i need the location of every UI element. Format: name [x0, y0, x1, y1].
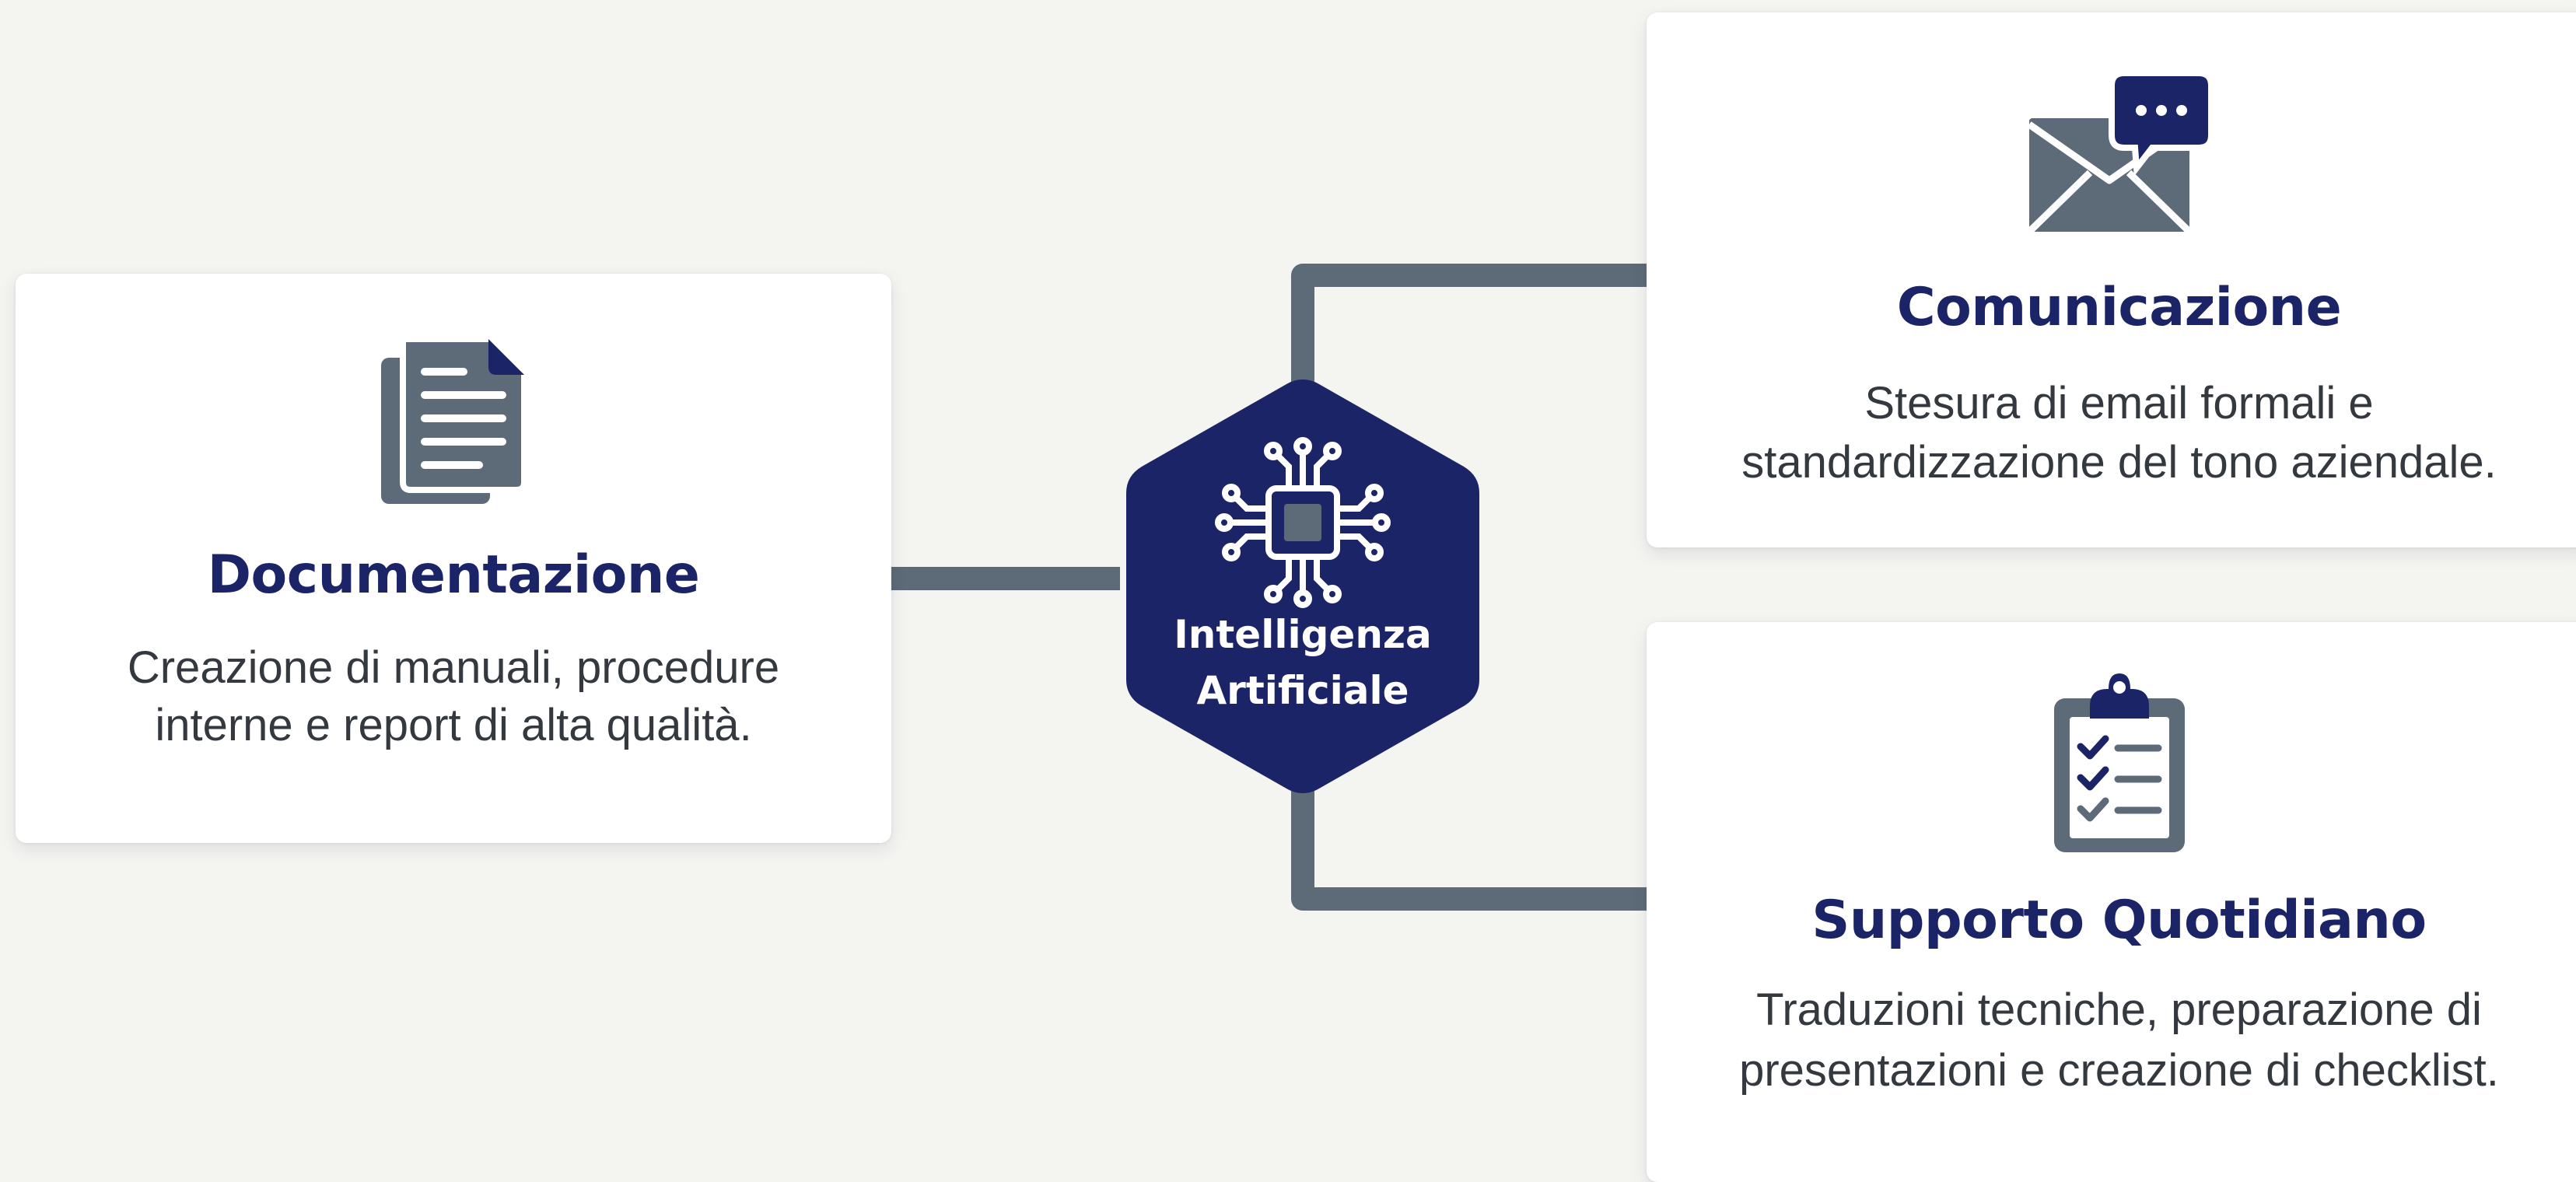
documentation-description-line-2: interne e report di alta qualità.	[155, 700, 752, 750]
communication-card: Comunicazione Stesura di email formali e…	[1647, 12, 2576, 547]
support-description-line-1: Traduzioni tecniche, preparazione di	[1756, 984, 2482, 1035]
support-description-line-2: presentazioni e creazione di checklist.	[1739, 1045, 2499, 1096]
ai-hub-label-line-2: Artificiale	[1196, 668, 1409, 713]
ai-hub-label-line-1: Intelligenza	[1174, 612, 1432, 657]
connector-communication	[1291, 264, 1653, 404]
document-icon	[372, 328, 535, 519]
connector-lines	[887, 264, 1653, 911]
connector-support	[1291, 778, 1653, 911]
communication-description-line-2: standardizzazione del tono aziendale.	[1741, 437, 2497, 488]
cpu-chip-icon	[1215, 437, 1391, 608]
documentation-title: Documentazione	[207, 544, 700, 606]
ai-hub-label: Intelligenza Artificiale	[1112, 607, 1493, 719]
email-chat-icon	[2018, 64, 2221, 254]
communication-title: Comunicazione	[1896, 277, 2342, 338]
ai-hub-hexagon	[1126, 379, 1479, 793]
support-card: Supporto Quotidiano Traduzioni tecniche,…	[1647, 622, 2576, 1182]
documentation-card: Documentazione Creazione di manuali, pro…	[16, 274, 891, 843]
documentation-description-line-1: Creazione di manuali, procedure	[127, 642, 780, 693]
clipboard-checklist-icon	[2042, 672, 2197, 862]
support-title: Supporto Quotidiano	[1811, 890, 2427, 951]
communication-description-line-1: Stesura di email formali e	[1864, 378, 2374, 428]
